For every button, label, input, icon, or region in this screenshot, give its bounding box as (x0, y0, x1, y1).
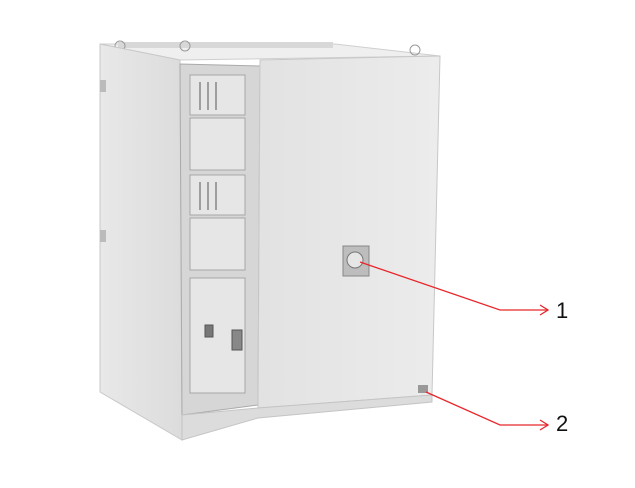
lifting-eye (179, 40, 191, 52)
equipment-shelves (189, 74, 246, 394)
callout-2-line (425, 391, 550, 431)
callout-1-line (359, 261, 550, 316)
lock-cylinder (346, 251, 364, 269)
cabinet-base (181, 394, 433, 441)
lifting-rail (118, 42, 333, 48)
ground-fitting (418, 385, 428, 393)
cabinet-door (257, 55, 441, 409)
callout-2-label: 2 (556, 411, 569, 436)
lifting-eye (409, 44, 421, 56)
cabinet-side (99, 43, 183, 441)
callout-1-label: 1 (556, 298, 569, 323)
